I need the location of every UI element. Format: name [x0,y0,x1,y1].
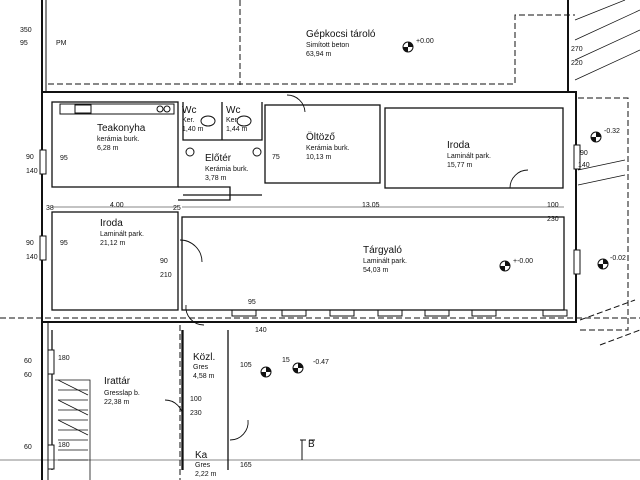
room-area-eloter: 3,78 m [205,175,227,182]
room-area-irattar: 22,38 m [104,399,130,406]
level-south: -0.47 [313,359,329,366]
dim-k-100: 100 [190,396,202,403]
room-name-iroda-right: Iroda [447,140,470,151]
room-floor-garage: Simított beton [306,42,350,49]
room-floor-iroda-right: Laminált park. [447,153,491,160]
room-floor-iroda-left: Laminált park. [100,231,144,238]
interior-walls [51,101,565,470]
room-area-kozl: 4,58 m [193,373,215,380]
dim-bottom-140: 140 [255,327,267,334]
dim-d-210: 210 [160,272,172,279]
wall-hatch [574,0,640,186]
level-east-lower: -0.02 [610,255,626,262]
dim-d-90: 90 [160,258,168,265]
south-windows [231,309,568,317]
room-floor-wc2: Ker. [226,117,239,124]
room-name-wc1: Wc [182,105,197,116]
dim-s-60a: 60 [24,358,32,365]
room-area-wc1: 1,40 m [182,126,204,133]
room-floor-wc1: Ker. [182,117,195,124]
dim-k-165: 165 [240,462,252,469]
room-name-garage: Gépkocsi tároló [306,29,376,40]
room-name-eloter: Előtér [205,153,232,164]
room-name-iroda-left: Iroda [100,218,123,229]
room-floor-kozl: Gres [193,364,209,371]
dim-r-100: 100 [547,202,559,209]
dim-l-140-b: 140 [26,254,38,261]
section-marker: B [308,439,315,450]
dim-d-75: 75 [272,154,280,161]
dim-r-140: 140 [578,162,590,169]
room-area-garage: 63,94 m [306,51,332,58]
kitchen-counter [59,103,175,115]
dim-v-25: 25 [173,205,181,212]
dim-l-90-a: 90 [26,154,34,161]
room-name-teakonyha: Teakonyha [97,123,146,134]
dim-s-60b: 60 [24,372,32,379]
room-floor-kamra: Gres [195,462,211,469]
room-floor-oltozo: Kerámia burk. [306,145,350,152]
room-floor-teakonyha: kerámia burk. [97,136,140,143]
room-name-kozl: Közl. [193,352,216,363]
dim-v-38: 38 [46,205,54,212]
room-area-teakonyha: 6,28 m [97,145,119,152]
staircase [55,379,91,480]
dim-r-230: 230 [547,216,559,223]
dim-s-180a: 180 [58,355,70,362]
dim-top-350: 350 [20,27,32,34]
dim-pm-top: PM [56,40,67,47]
level-markers [260,41,609,378]
dim-l-90-b: 90 [26,240,34,247]
room-floor-targyalo: Laminált park. [363,258,407,265]
room-area-kamra: 2,22 m [195,471,217,478]
dim-len-1305: 13.05 [362,202,380,209]
dim-l-95-a: 95 [60,155,68,162]
level-garage: +0.00 [416,38,434,45]
room-floor-eloter: Kerámia burk. [205,166,249,173]
room-name-oltozo: Öltöző [306,132,335,143]
dimension-lines [0,206,640,461]
dim-bottom-95: 95 [248,299,256,306]
room-name-wc2: Wc [226,105,241,116]
side-windows [39,144,581,470]
level-targyalo: +-0.00 [513,258,534,265]
level-east-upper: -0.32 [604,128,620,135]
dim-l-95-b: 95 [60,240,68,247]
dim-l-140-a: 140 [26,168,38,175]
dim-k-230: 230 [190,410,202,417]
dim-s-60c: 60 [24,444,32,451]
room-area-targyalo: 54,03 m [363,267,389,274]
dim-len-400: 4.00 [110,202,124,209]
dim-g-220: 220 [571,60,583,67]
dim-r-90: 90 [580,150,588,157]
room-area-wc2: 1,44 m [226,126,248,133]
room-area-oltozo: 10,13 m [306,154,332,161]
room-name-kamra: Ka [195,450,208,461]
room-area-iroda-right: 15,77 m [447,162,473,169]
dim-k-105: 105 [240,362,252,369]
dim-k-15: 15 [282,357,290,364]
room-area-iroda-left: 21,12 m [100,240,126,247]
dim-g-270: 270 [571,46,583,53]
toilet-fixtures [185,115,262,157]
room-floor-irattar: Gresslap b. [104,390,140,397]
dim-top-95: 95 [20,40,28,47]
dim-s-180b: 180 [58,442,70,449]
room-name-irattar: Irattár [104,376,131,387]
door-swings [164,94,529,441]
room-name-targyalo: Tárgyaló [363,245,402,256]
